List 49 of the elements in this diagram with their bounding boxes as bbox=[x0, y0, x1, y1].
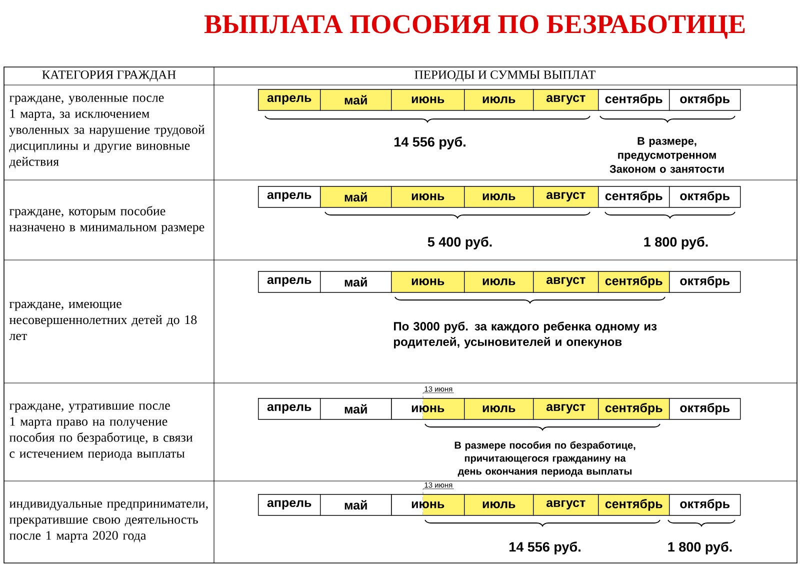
title: ВЫПЛАТА ПОСОБИЯ ПО БЕЗРАБОТИЦЕ bbox=[204, 15, 745, 39]
month-cell: октябрь bbox=[669, 271, 741, 293]
month-cell: июль bbox=[464, 186, 534, 208]
category-text: граждане, имеющие несовершеннолетних детей до 18 лет bbox=[9, 302, 197, 340]
month-cell: май bbox=[320, 186, 392, 208]
month-cell: сентябрь bbox=[598, 89, 670, 111]
amount-note: В размере пособия по безработице, причитающегося гражданину на день окончания периода выплаты bbox=[454, 441, 636, 477]
amount-text: 1 800 руб. bbox=[644, 236, 708, 250]
month-cell: сентябрь bbox=[598, 271, 670, 293]
category-text: граждане, утратившие после 1 марта право на получение пособия по безработице, в связи с истечением периода выплаты bbox=[9, 404, 193, 460]
column-header: КАТЕГОРИЯ ГРАЖДАН bbox=[42, 70, 176, 82]
month-cell: апрель bbox=[258, 89, 321, 111]
category-text: индивидуальные предприниматели, прекратившие свою деятельность после 1 марта 2020 года bbox=[9, 502, 208, 542]
month-cell: август bbox=[533, 494, 599, 516]
month-cell: октябрь bbox=[669, 398, 741, 420]
month-cell: июнь bbox=[391, 89, 465, 111]
category-text: граждане, которым пособие назначено в минимальном размере bbox=[9, 206, 204, 234]
month-cell: июль bbox=[464, 398, 534, 420]
month-cell: сентябрь bbox=[598, 398, 670, 420]
month-cell: апрель bbox=[258, 186, 321, 208]
month-cell: октябрь bbox=[669, 494, 741, 516]
amount-text: 1 800 руб. bbox=[668, 542, 732, 554]
month-cell: апрель bbox=[258, 271, 321, 293]
month-cell: август bbox=[533, 398, 599, 420]
month-cell: апрель bbox=[258, 398, 321, 420]
month-cell: май bbox=[320, 494, 392, 516]
month-cell: сентябрь bbox=[598, 186, 670, 208]
month-cell: июль bbox=[464, 494, 534, 516]
amount-text: 14 556 руб. bbox=[394, 136, 466, 150]
category-text: граждане, уволенные после 1 марта, за исключением уволенных за нарушение трудовой дисциплины и другие виновные действия bbox=[9, 96, 205, 168]
month-cell: июнь bbox=[391, 271, 465, 293]
month-cell: май bbox=[320, 271, 392, 293]
amount-note: По 3000 руб. за каждого ребенка одному из родителей, усыновителей и опекунов bbox=[394, 322, 657, 348]
month-cell: август bbox=[533, 271, 599, 293]
month-cell: июль bbox=[464, 89, 534, 111]
month-cell: август bbox=[533, 89, 599, 111]
month-cell: октябрь bbox=[669, 89, 741, 111]
month-cell: июнь bbox=[391, 186, 465, 208]
column-header: ПЕРИОДЫ И СУММЫ ВЫПЛАТ bbox=[414, 70, 596, 82]
amount-text: 14 556 руб. bbox=[510, 542, 580, 554]
amount-text: 5 400 руб. bbox=[428, 236, 492, 250]
month-cell: август bbox=[533, 186, 599, 208]
month-cell: сентябрь bbox=[598, 494, 670, 516]
amount-note: В размере, предусмотренном Законом о занятости bbox=[610, 137, 724, 173]
month-cell: апрель bbox=[258, 494, 321, 516]
month-cell: май bbox=[320, 398, 392, 420]
month-cell: октябрь bbox=[669, 186, 741, 208]
month-cell: июль bbox=[464, 271, 534, 293]
month-cell: май bbox=[320, 89, 392, 111]
